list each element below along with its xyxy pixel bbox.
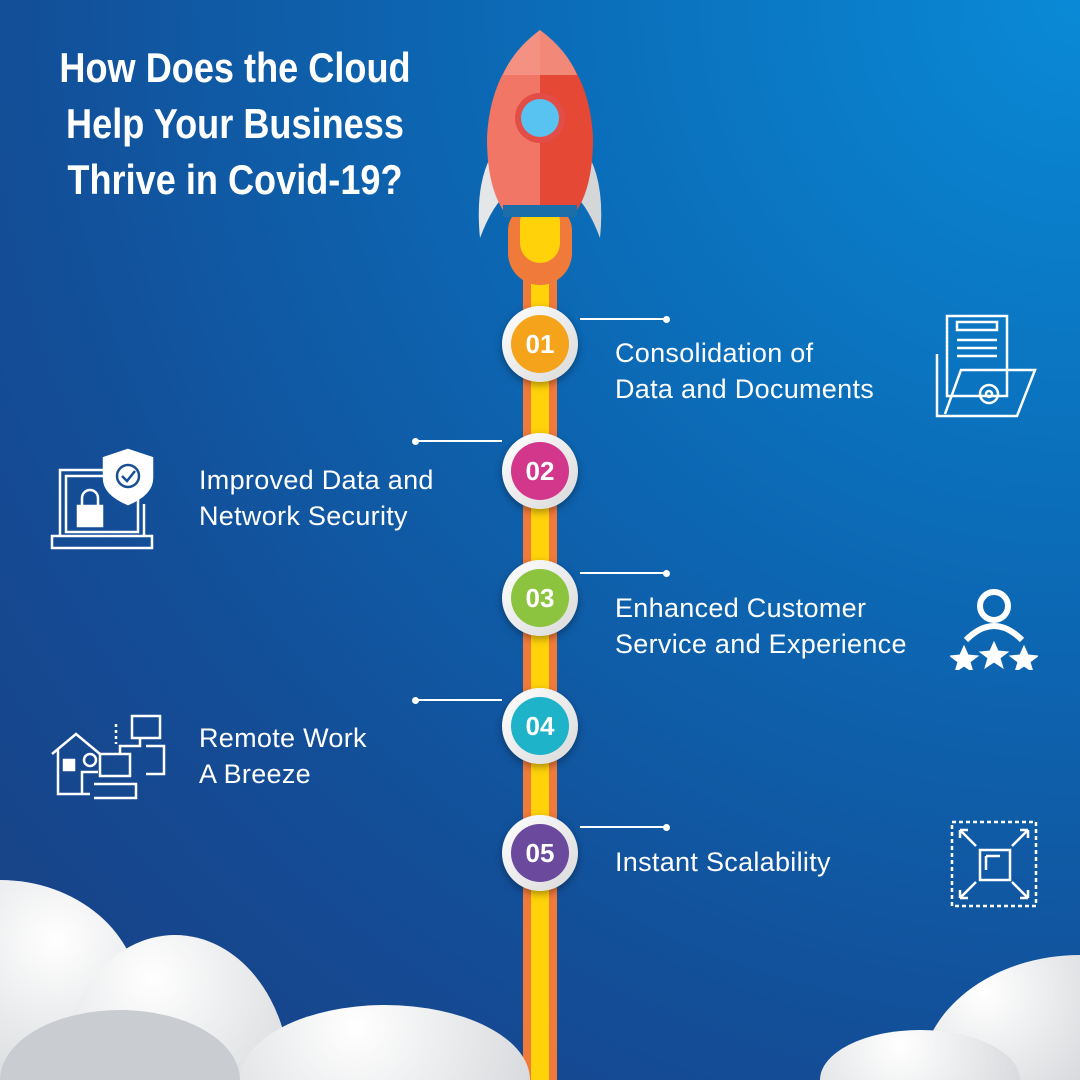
connector-line: [580, 315, 670, 323]
step-number: 01: [511, 315, 569, 373]
page-title: How Does the Cloud Help Your Business Th…: [50, 40, 420, 208]
step-badge-02: 02: [502, 433, 578, 509]
rocket-icon: [478, 30, 602, 238]
title-line: How Does the Cloud: [59, 44, 411, 91]
step-number: 04: [511, 697, 569, 755]
cloud: [240, 1005, 530, 1080]
connector-line: [580, 823, 670, 831]
connector-line: [412, 696, 502, 704]
remote-work-icon: [51, 714, 166, 800]
step-number: 05: [511, 824, 569, 882]
scale-expand-icon: [950, 820, 1038, 908]
step-badge-01: 01: [502, 306, 578, 382]
step-label-05: Instant Scalability: [615, 847, 831, 877]
title-line: Thrive in Covid-19?: [67, 156, 403, 203]
step-number: 03: [511, 569, 569, 627]
laptop-lock-shield-icon: [50, 448, 154, 550]
step-badge-03: 03: [502, 560, 578, 636]
step-number: 02: [511, 442, 569, 500]
documents-gear-icon: [935, 314, 1037, 418]
step-badge-05: 05: [502, 815, 578, 891]
title-line: Help Your Business: [66, 100, 404, 147]
connector-line: [580, 569, 670, 577]
step-badge-04: 04: [502, 688, 578, 764]
connector-line: [412, 437, 502, 445]
customer-stars-icon: [950, 589, 1038, 670]
